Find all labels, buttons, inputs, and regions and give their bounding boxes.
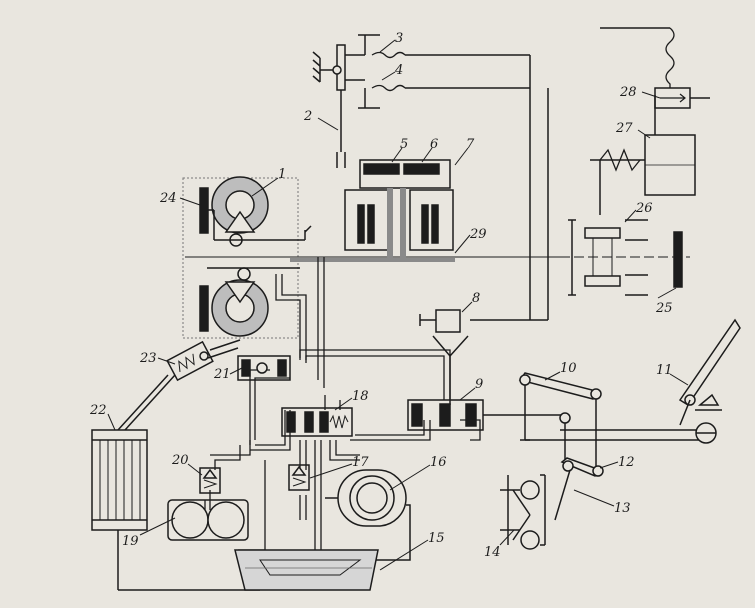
label-18: 18 [352,389,369,404]
shift-rod [312,34,549,321]
label-23: 23 [139,351,157,366]
label-24: 24 [159,191,177,206]
callout-labels: 1 2 3 4 5 6 7 8 9 10 11 12 13 14 15 16 1… [89,31,673,560]
label-16: 16 [430,455,447,470]
label-12: 12 [618,455,635,470]
label-5: 5 [400,137,408,152]
label-28: 28 [619,85,637,100]
label-8: 8 [472,291,480,306]
label-10: 10 [560,361,577,376]
label-3: 3 [395,31,403,46]
leader-lines [107,39,689,571]
linkage [500,318,741,550]
label-11: 11 [656,363,673,378]
filter-22 [91,374,260,591]
label-29: 29 [469,227,487,242]
label-17: 17 [352,455,369,470]
label-25: 25 [655,301,673,316]
output-gear-section [568,27,710,296]
valve-20 [199,467,221,494]
clutch-pack [336,152,454,258]
label-27: 27 [615,121,633,136]
label-2: 2 [303,109,312,124]
label-9: 9 [475,377,483,392]
label-19: 19 [122,534,139,549]
pump-16 [325,469,411,570]
label-15: 15 [428,531,445,546]
label-1: 1 [278,167,286,182]
label-13: 13 [614,501,631,516]
label-22: 22 [89,403,107,418]
valve-17 [288,464,310,491]
label-14: 14 [484,545,501,560]
label-21: 21 [213,367,231,382]
check-valve-23 [166,339,241,382]
valve-21 [237,355,291,381]
valve-18 [281,407,353,437]
label-6: 6 [430,137,438,152]
label-20: 20 [171,453,189,468]
pump-19 [167,499,249,541]
label-7: 7 [466,137,475,152]
label-26: 26 [635,201,653,216]
torque-converter [182,176,312,339]
valve-9 [407,399,565,431]
label-4: 4 [394,63,403,78]
sump-15 [234,549,379,591]
